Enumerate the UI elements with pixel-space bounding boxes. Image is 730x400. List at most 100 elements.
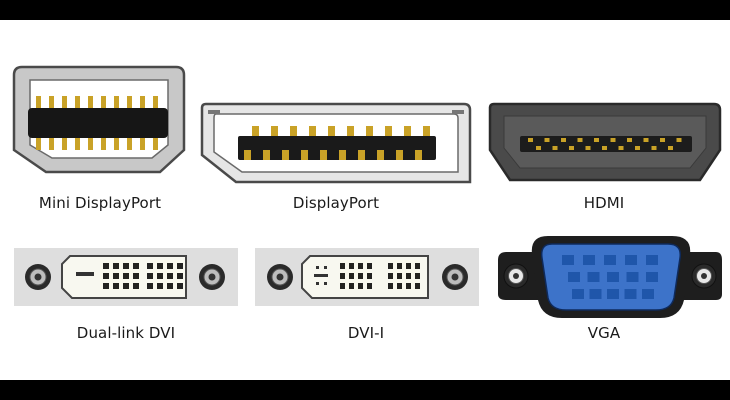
dvi-pin bbox=[103, 263, 109, 269]
dvi-left-screw-icon bbox=[25, 264, 51, 290]
dvi-i-pin bbox=[406, 283, 411, 289]
dvi-i-label: DVI-I bbox=[347, 324, 385, 342]
dvi-i-pin bbox=[397, 283, 402, 289]
dp-pin bbox=[252, 126, 259, 136]
dvi-pin bbox=[113, 283, 119, 289]
dvi-i-pin bbox=[349, 283, 354, 289]
hdmi-pin bbox=[561, 138, 566, 142]
mdp-pin bbox=[153, 136, 158, 150]
hdmi-label: HDMI bbox=[583, 194, 625, 212]
dvi-pin bbox=[177, 283, 183, 289]
mini-displayport-label: Mini DisplayPort bbox=[38, 194, 162, 212]
vga-pin bbox=[625, 255, 637, 265]
mdp-pin bbox=[36, 96, 41, 110]
vga-left-screw-icon bbox=[503, 263, 529, 289]
vga-pin bbox=[626, 272, 639, 282]
dp-pin bbox=[347, 126, 354, 136]
dual-link-dvi-pins bbox=[103, 263, 183, 289]
hdmi-pin bbox=[552, 146, 558, 150]
vga-pin bbox=[642, 289, 654, 299]
dp-pin bbox=[415, 150, 422, 160]
vga-pin bbox=[587, 272, 600, 282]
dvi-i-left-screw-icon bbox=[267, 264, 293, 290]
dvi-i-pin bbox=[388, 283, 393, 289]
dvi-pin bbox=[103, 273, 109, 279]
dp-pin bbox=[320, 150, 327, 160]
dvi-i-pin bbox=[367, 263, 372, 269]
mdp-pin bbox=[62, 136, 67, 150]
dp-pin bbox=[309, 126, 316, 136]
mdp-pin bbox=[75, 96, 80, 110]
displayport-label: DisplayPort bbox=[292, 194, 380, 212]
hdmi-pin bbox=[635, 146, 640, 150]
hdmi-pin bbox=[651, 146, 657, 150]
mdp-pin bbox=[101, 136, 106, 150]
dvi-pin bbox=[123, 283, 129, 289]
hdmi-pins bbox=[528, 138, 682, 150]
dvi-i-pin bbox=[358, 283, 363, 289]
displayport-pins bbox=[244, 126, 430, 160]
hdmi-pin bbox=[602, 146, 607, 150]
dvi-i-pin bbox=[367, 273, 372, 279]
vga-pin bbox=[562, 255, 574, 265]
mdp-pin bbox=[127, 136, 132, 150]
dual-link-dvi-label: Dual-link DVI bbox=[76, 324, 176, 342]
hdmi-pin bbox=[577, 138, 583, 142]
dvi-pin bbox=[177, 273, 183, 279]
vga-pin bbox=[607, 272, 619, 282]
vga-right-screw-icon bbox=[691, 263, 717, 289]
vga-pin bbox=[646, 272, 658, 282]
vga-connector bbox=[498, 236, 722, 318]
hdmi-pin bbox=[528, 138, 533, 142]
dp-pin bbox=[290, 126, 297, 136]
dvi-i-pin bbox=[397, 273, 402, 279]
dvi-i-pin bbox=[415, 263, 420, 269]
dvi-i-pin bbox=[415, 283, 420, 289]
mdp-pin bbox=[49, 96, 54, 110]
dp-pin bbox=[377, 150, 384, 160]
dp-pin bbox=[404, 126, 411, 136]
dvi-i-pin bbox=[388, 273, 393, 279]
dvi-pin bbox=[157, 263, 163, 269]
dvi-pin bbox=[167, 263, 173, 269]
dvi-i-pin bbox=[340, 283, 345, 289]
mdp-pin bbox=[88, 96, 93, 110]
mdp-pin bbox=[36, 136, 41, 150]
vga-pins bbox=[562, 255, 658, 299]
displayport-connector bbox=[200, 102, 472, 184]
hdmi-pin bbox=[569, 146, 574, 150]
mdp-pin bbox=[114, 136, 119, 150]
dp-pin bbox=[263, 150, 270, 160]
dvi-i-pin bbox=[340, 263, 345, 269]
mini-displayport-pins bbox=[36, 96, 158, 150]
mdp-pin bbox=[62, 96, 67, 110]
mdp-pin bbox=[101, 96, 106, 110]
dvi-pin bbox=[157, 283, 163, 289]
vga-pin bbox=[646, 255, 658, 265]
dvi-pin bbox=[123, 263, 129, 269]
dvi-i-pin bbox=[415, 273, 420, 279]
dp-pin bbox=[328, 126, 335, 136]
dvi-pin bbox=[177, 263, 183, 269]
mdp-pin bbox=[153, 96, 158, 110]
hdmi-pin bbox=[660, 138, 665, 142]
dvi-i-pin bbox=[406, 263, 411, 269]
hdmi-pin bbox=[536, 146, 541, 150]
dvi-i-pin bbox=[397, 263, 402, 269]
dp-pin bbox=[271, 126, 278, 136]
mini-displayport-connector bbox=[12, 65, 186, 174]
vga-pin bbox=[607, 289, 619, 299]
vga-pin bbox=[624, 289, 637, 299]
hdmi-pin bbox=[643, 138, 649, 142]
dvi-pin bbox=[113, 273, 119, 279]
vga-pin bbox=[572, 289, 584, 299]
dvi-pin bbox=[133, 263, 139, 269]
vga-label: VGA bbox=[587, 324, 621, 342]
vga-pin bbox=[583, 255, 595, 265]
dvi-pin bbox=[157, 273, 163, 279]
hdmi-pin bbox=[668, 146, 673, 150]
mdp-pin bbox=[75, 136, 80, 150]
dvi-i-pin bbox=[349, 263, 354, 269]
